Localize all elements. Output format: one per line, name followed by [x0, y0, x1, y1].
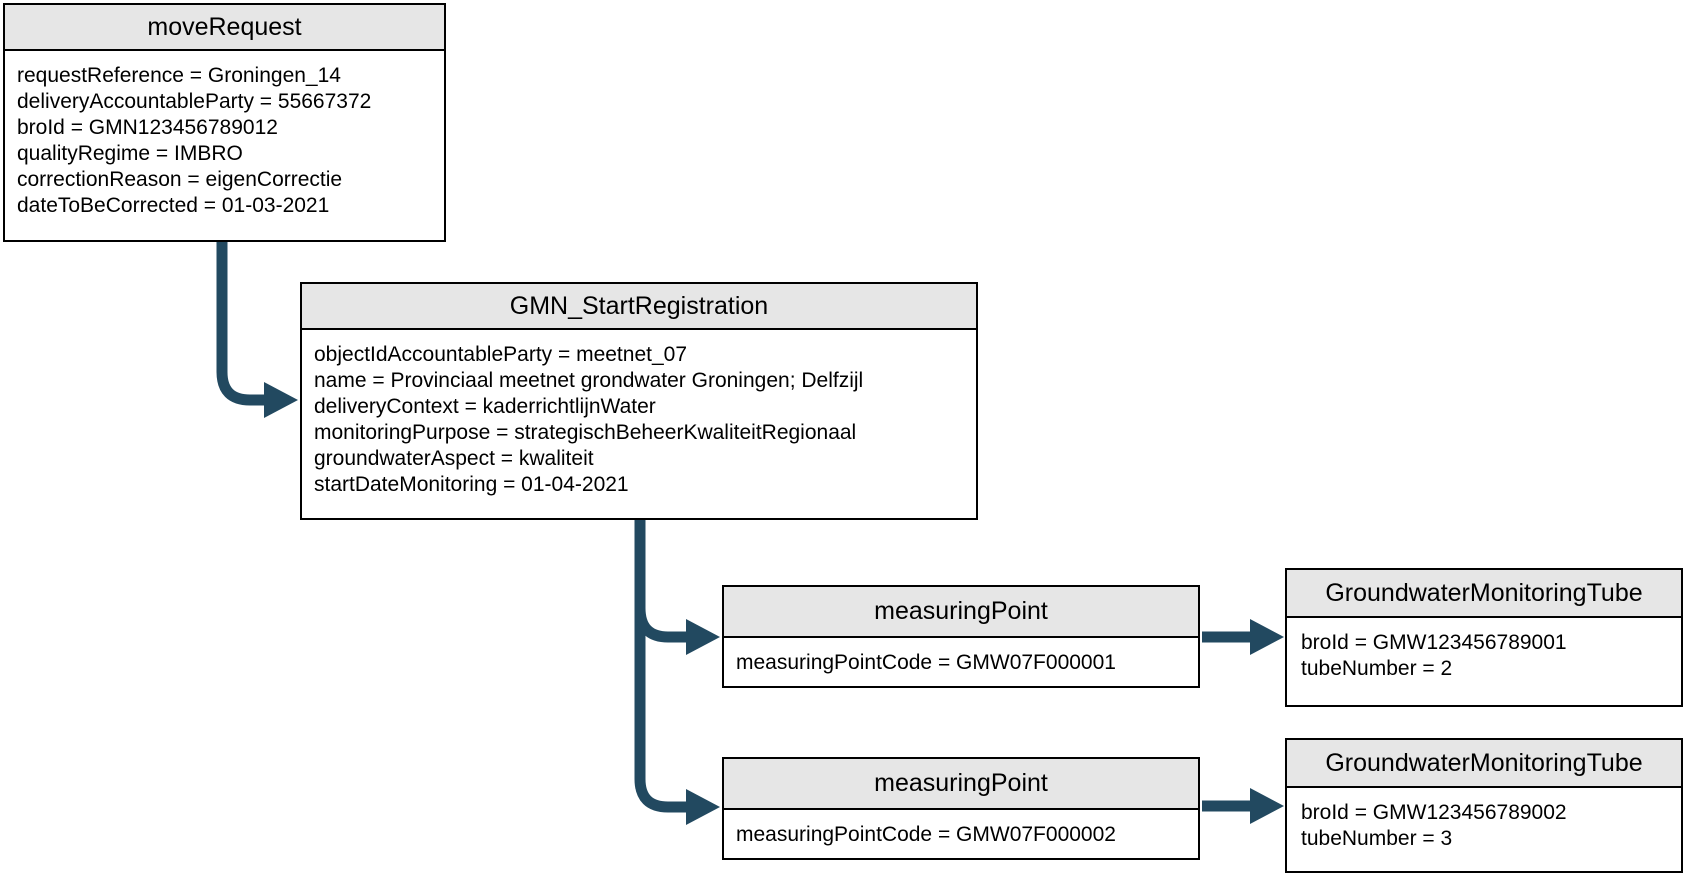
attribute-line: broId = GMW123456789001	[1301, 631, 1567, 654]
class-attributes-measuringpoint-2: measuringPointCode = GMW07F000002	[724, 810, 1198, 848]
class-title-measuringpoint-2: measuringPoint	[724, 759, 1198, 810]
class-title-gmn-startregistration: GMN_StartRegistration	[302, 284, 976, 330]
attribute-line: correctionReason = eigenCorrectie	[17, 168, 343, 191]
class-box-gmn-startregistration: GMN_StartRegistration objectIdAccountabl…	[300, 282, 978, 520]
class-attributes-groundwatermonitoringtube-1: broId = GMW123456789001 tubeNumber = 2	[1287, 618, 1681, 682]
connector-gmn-to-measuringpoint2	[634, 520, 688, 813]
attribute-line: monitoringPurpose = strategischBeheerKwa…	[314, 421, 857, 444]
arrowhead-gmn-to-measuringpoint1	[686, 619, 720, 655]
attribute-line: broId = GMN123456789012	[17, 116, 278, 139]
class-attributes-groundwatermonitoringtube-2: broId = GMW123456789002 tubeNumber = 3	[1287, 788, 1681, 852]
class-box-moverequest: moveRequest requestReference = Groningen…	[3, 3, 446, 242]
attribute-line: objectIdAccountableParty = meetnet_07	[314, 343, 687, 366]
attribute-line: startDateMonitoring = 01-04-2021	[314, 473, 629, 496]
arrowhead-measuringpoint1-to-tube1	[1250, 619, 1284, 655]
class-attributes-measuringpoint-1: measuringPointCode = GMW07F000001	[724, 638, 1198, 676]
attribute-line: qualityRegime = IMBRO	[17, 142, 243, 165]
connector-gmn-to-measuringpoint1	[634, 607, 688, 643]
arrowhead-measuringpoint2-to-tube2	[1250, 788, 1284, 824]
attribute-line: name = Provinciaal meetnet grondwater Gr…	[314, 369, 864, 392]
connector-moverequest-to-gmn	[216, 242, 266, 406]
arrowhead-moverequest-to-gmn	[264, 382, 298, 418]
class-attributes-moverequest: requestReference = Groningen_14 delivery…	[5, 51, 444, 219]
class-attributes-gmn-startregistration: objectIdAccountableParty = meetnet_07 na…	[302, 330, 976, 498]
class-title-groundwatermonitoringtube-1: GroundwaterMonitoringTube	[1287, 570, 1681, 618]
attribute-line: tubeNumber = 3	[1301, 827, 1453, 850]
class-title-measuringpoint-1: measuringPoint	[724, 587, 1198, 638]
class-box-groundwatermonitoringtube-1: GroundwaterMonitoringTube broId = GMW123…	[1285, 568, 1683, 707]
class-title-groundwatermonitoringtube-2: GroundwaterMonitoringTube	[1287, 740, 1681, 788]
attribute-line: requestReference = Groningen_14	[17, 64, 341, 87]
attribute-line: deliveryAccountableParty = 55667372	[17, 90, 372, 113]
attribute-line: broId = GMW123456789002	[1301, 801, 1567, 824]
arrowhead-gmn-to-measuringpoint2	[686, 789, 720, 825]
attribute-line: deliveryContext = kaderrichtlijnWater	[314, 395, 656, 418]
attribute-line: dateToBeCorrected = 01-03-2021	[17, 194, 330, 217]
class-box-groundwatermonitoringtube-2: GroundwaterMonitoringTube broId = GMW123…	[1285, 738, 1683, 873]
class-box-measuringpoint-1: measuringPoint measuringPointCode = GMW0…	[722, 585, 1200, 688]
attribute-line: measuringPointCode = GMW07F000002	[736, 823, 1116, 846]
class-title-moverequest: moveRequest	[5, 5, 444, 51]
class-box-measuringpoint-2: measuringPoint measuringPointCode = GMW0…	[722, 757, 1200, 860]
attribute-line: tubeNumber = 2	[1301, 657, 1453, 680]
attribute-line: measuringPointCode = GMW07F000001	[736, 651, 1116, 674]
attribute-line: groundwaterAspect = kwaliteit	[314, 447, 594, 470]
